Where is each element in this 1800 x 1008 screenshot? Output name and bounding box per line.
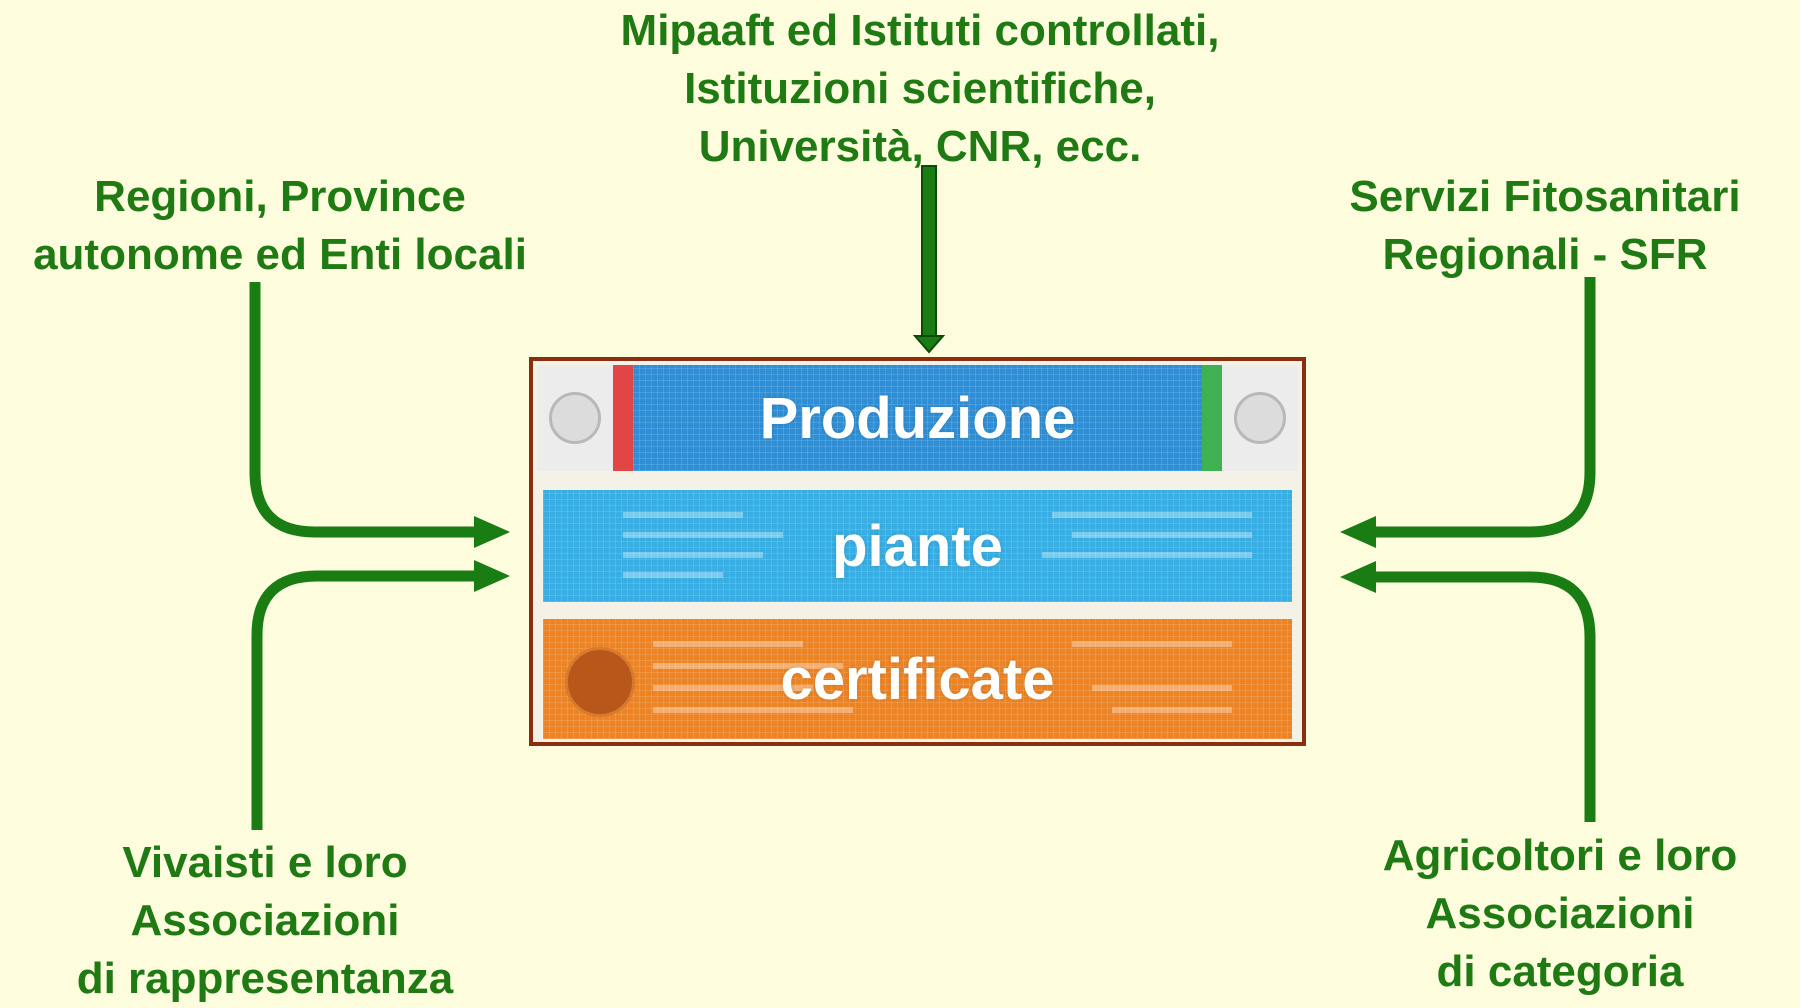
label-vivaisti-line-1: Vivaisti e loro [122,838,408,887]
label-regioni: Regioni, Province autonome ed Enti local… [0,168,560,284]
certificate-box: Produzione piante certificate [529,357,1306,746]
label-mipaaft: Mipaaft ed Istituti controllati, Istituz… [490,2,1350,176]
certificate-band-cyan: piante [543,490,1292,602]
label-vivaisti: Vivaisti e loro Associazioni di rapprese… [0,834,530,1008]
label-mipaaft-line-3: Università, CNR, ecc. [698,122,1142,171]
label-mipaaft-line-1: Mipaaft ed Istituti controllati, [620,6,1220,55]
label-vivaisti-line-2: Associazioni [130,896,400,945]
flag-stripe-red [613,365,633,471]
label-servizi-fitosanitari: Servizi Fitosanitari Regionali - SFR [1300,168,1790,284]
label-regioni-line-1: Regioni, Province [94,172,466,221]
label-vivaisti-line-3: di rappresentanza [76,954,454,1003]
certificate-text-produzione: Produzione [759,385,1076,451]
label-servizi-line-1: Servizi Fitosanitari [1349,172,1741,221]
emblem-right-icon [1222,365,1298,471]
emblem-left-icon [537,365,613,471]
arrow-top-right [1340,277,1596,548]
seal-icon [565,647,635,717]
label-regioni-line-2: autonome ed Enti locali [33,230,527,279]
label-agricoltori: Agricoltori e loro Associazioni di categ… [1340,827,1780,1001]
certificate-band-orange: certificate [543,619,1292,739]
label-agricoltori-line-1: Agricoltori e loro [1382,831,1738,880]
arrow-bottom-right [1340,561,1596,822]
label-agricoltori-line-2: Associazioni [1425,889,1695,938]
arrow-bottom-left [251,560,510,830]
arrow-top [912,165,946,354]
label-servizi-line-2: Regionali - SFR [1382,230,1708,279]
certificate-band-blue: Produzione [537,365,1298,471]
flag-stripe-green [1202,365,1222,471]
label-mipaaft-line-2: Istituzioni scientifiche, [684,64,1156,113]
certificate-text-certificate: certificate [780,646,1055,712]
certificate-text-piante: piante [832,513,1003,579]
arrow-top-left [249,282,510,548]
label-agricoltori-line-3: di categoria [1436,947,1684,996]
